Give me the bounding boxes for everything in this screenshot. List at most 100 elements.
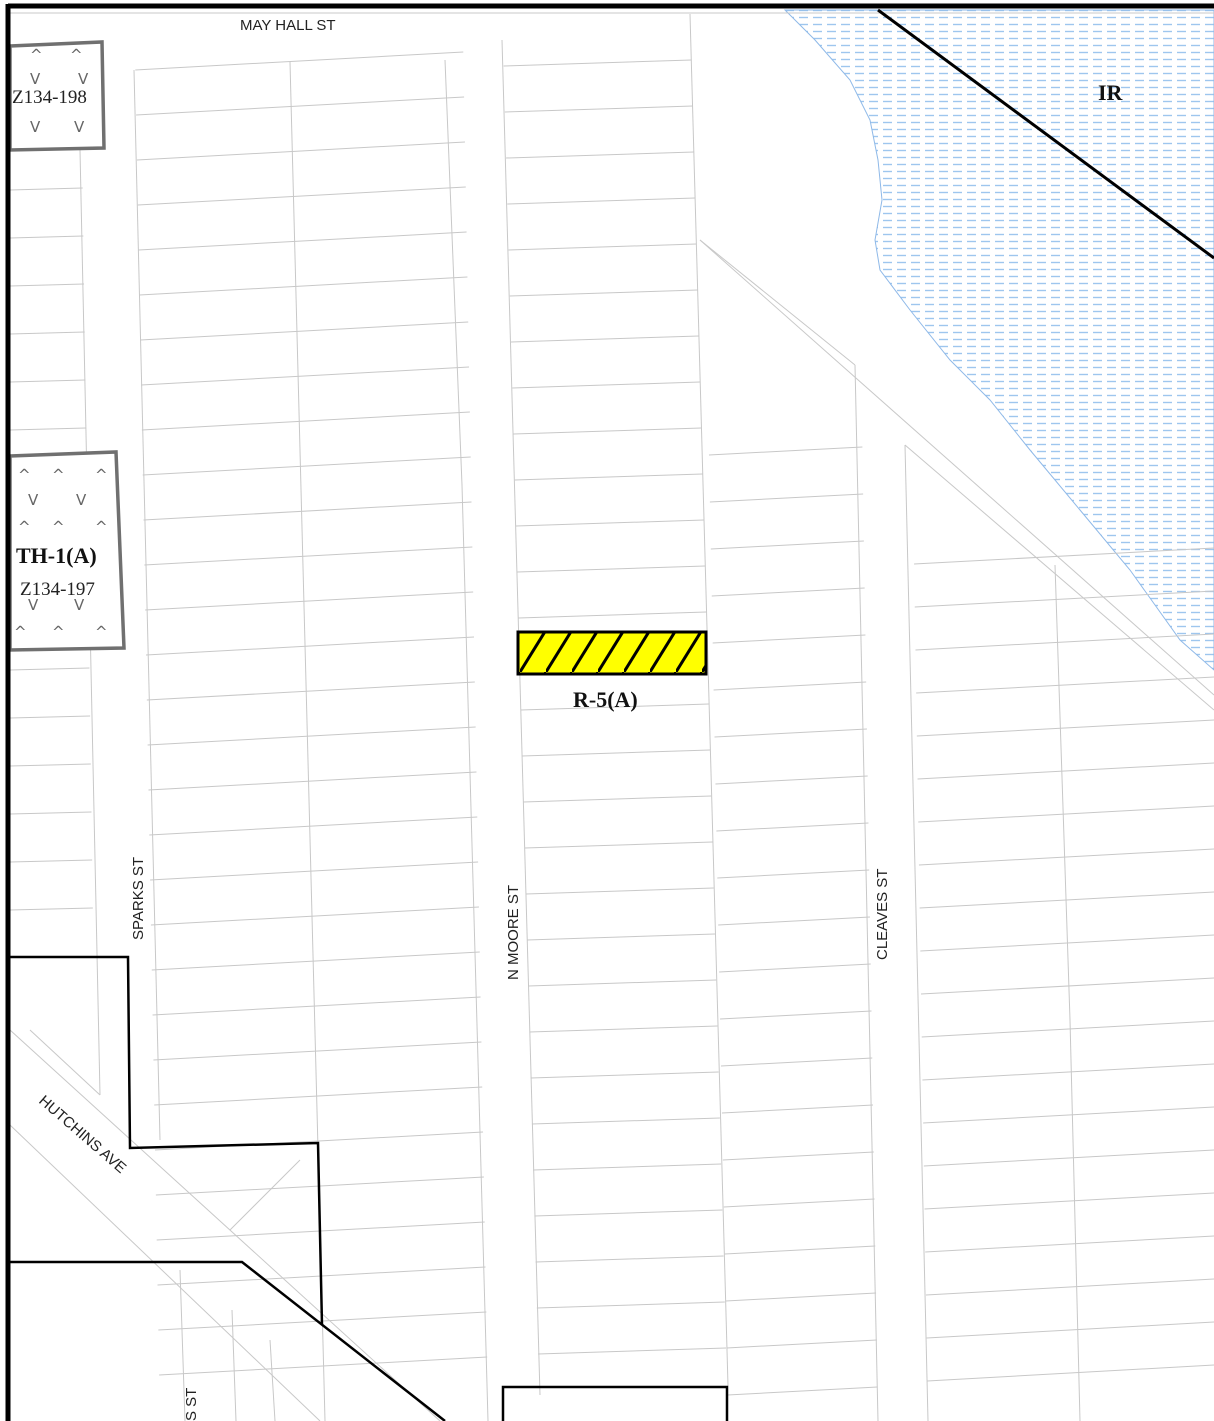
parcel-line (722, 1151, 874, 1161)
parcel-line (536, 1301, 725, 1309)
parcel-line (711, 587, 865, 597)
parcel-line (727, 1386, 878, 1396)
parcel-line (148, 771, 477, 791)
parcel-line (518, 611, 707, 619)
parcel-line (137, 186, 466, 206)
parcel-line (918, 848, 1214, 866)
parcel-line (138, 231, 467, 251)
parcel-line (914, 590, 1214, 608)
parcel-line (135, 51, 464, 71)
parcel-line (920, 977, 1214, 995)
parcel-line (917, 762, 1214, 780)
parcels-block-1 (9, 51, 488, 1376)
parcel-line (9, 907, 93, 911)
overlay-symbol: ^ (18, 518, 31, 536)
overlay-symbol: V (30, 118, 41, 136)
parcel-line (719, 963, 871, 973)
parcel-line (153, 1041, 482, 1061)
parcel-line (509, 289, 698, 297)
parcel-line (147, 726, 476, 746)
overlay-symbol: V (30, 70, 41, 88)
parcel-line (724, 1245, 876, 1255)
parcel-line (145, 636, 475, 656)
overlay-symbol: ^ (18, 466, 31, 484)
parcel-line (709, 493, 864, 503)
parcel-line (140, 321, 469, 341)
parcel-line (152, 996, 481, 1016)
overlay-symbol: ^ (14, 623, 27, 641)
parcel-line (151, 951, 480, 971)
parcel-line (713, 681, 867, 691)
parcel-line (144, 546, 473, 566)
parcel-line (504, 105, 693, 113)
parcel-line (507, 197, 696, 205)
parcel-line (154, 1086, 483, 1106)
parcel-line (520, 703, 709, 711)
parcel-line (142, 456, 471, 476)
parcel-line (914, 547, 1214, 565)
n-moore-street-label: N MOORE ST (505, 885, 522, 980)
parcel-line (720, 1057, 873, 1067)
sparks-street-label: SPARKS ST (130, 857, 147, 940)
overlay-symbol: ^ (52, 466, 65, 484)
map-border (5, 3, 1214, 1421)
hutchins-avenue-label: HUTCHINS AVE (35, 1092, 129, 1177)
parcel-line (720, 1010, 872, 1020)
parcel-line (525, 887, 714, 895)
subject-parcel[interactable] (516, 630, 708, 676)
parcels-block-2 (503, 59, 878, 1396)
parcel-line (922, 1063, 1214, 1081)
overlay-symbol: ^ (52, 623, 65, 641)
parcel-line (506, 151, 695, 159)
parcel-line (923, 1106, 1214, 1124)
overlay-symbol: V (28, 596, 39, 614)
parcel-line (710, 540, 864, 550)
parcel-line (515, 519, 704, 527)
parcel-line (9, 379, 86, 383)
parcel-line (924, 1192, 1214, 1210)
parcel-line (150, 861, 479, 881)
parcel-line (149, 816, 478, 836)
parcel-line (721, 1104, 874, 1114)
parcel-line (513, 427, 702, 435)
parcel-line (9, 283, 85, 287)
parcel-line (143, 501, 472, 521)
parcel-line (9, 763, 91, 767)
parcel-line (9, 427, 87, 431)
parcel-line (146, 681, 475, 701)
industrial-zone-label: IR (1098, 80, 1124, 105)
overlay-symbol: V (74, 596, 85, 614)
parcel-line (9, 667, 90, 671)
overlay-symbol: V (78, 70, 89, 88)
cleaves-street-label: CLEAVES ST (874, 869, 891, 960)
parcel-line (726, 1339, 877, 1349)
parcel-line (528, 979, 717, 987)
parcel-line (136, 141, 465, 161)
parcel-line (921, 1020, 1214, 1038)
overlay-symbol: V (76, 491, 87, 509)
parcel-line (918, 805, 1214, 823)
overlay-symbol: ^ (70, 46, 83, 64)
parcel-line (530, 1071, 719, 1079)
parcel-line (923, 1149, 1214, 1167)
parcel-line (725, 1292, 877, 1302)
parcel-line (9, 331, 85, 335)
parcel-line (926, 1321, 1214, 1339)
overlay-symbol: ^ (52, 518, 65, 536)
overlay-symbol: V (74, 118, 85, 136)
parcel-line (718, 916, 870, 926)
townhouse-zone-label: TH-1(A) (16, 543, 97, 568)
parcel-line (531, 1117, 720, 1125)
parcel-line (712, 634, 866, 644)
parcel-line (708, 446, 863, 456)
overlay-symbol: ^ (95, 518, 108, 536)
zoning-boundaries (10, 8, 1214, 1421)
parcel-line (141, 411, 470, 431)
parcel-line (919, 891, 1214, 909)
parcel-line (514, 473, 703, 481)
parcel-line (508, 243, 697, 251)
parcel-line (136, 96, 465, 116)
parcel-line (150, 906, 479, 926)
